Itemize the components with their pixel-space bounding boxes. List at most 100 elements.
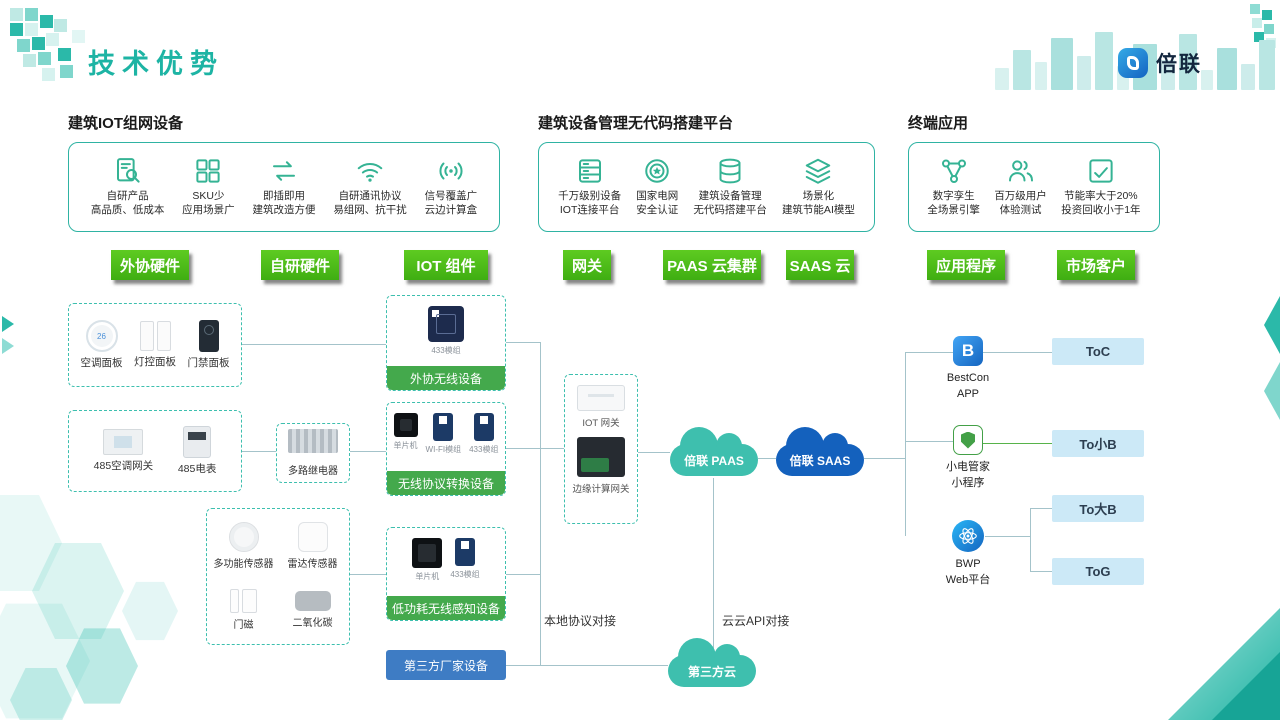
app-label: Web平台 xyxy=(945,574,991,587)
certificate-icon xyxy=(645,159,669,184)
stage-label-market: 市场客户 xyxy=(1057,250,1135,280)
door-panel-thumb xyxy=(198,320,219,352)
feature-item: 信号覆盖广 云边计算盒 xyxy=(424,156,478,217)
device-label: 灯控面板 xyxy=(134,356,176,368)
feature-item: 数字孪生 全场景引擎 xyxy=(927,156,980,217)
app-bwp-web: BWP Web平台 xyxy=(925,520,1011,588)
chart-check-icon xyxy=(1089,159,1113,183)
feature-box-platform: 千万级别设备 IOT连接平台 国家电网 安全认证 建筑设备管理 无代码搭建平台 … xyxy=(538,142,875,232)
feature-desc: 云边计算盒 xyxy=(424,204,478,216)
feature-title: 节能率大于20% xyxy=(1064,190,1138,203)
device-group-sensors: 多功能传感器 雷达传感器 门磁 二氧化碳 xyxy=(206,508,350,645)
connector-line xyxy=(638,452,670,453)
feature-title: 信号覆盖广 xyxy=(424,190,478,203)
connector-line xyxy=(540,448,564,449)
door-magnet-thumb xyxy=(230,588,257,613)
device-label: 门磁 xyxy=(233,619,254,631)
device-label: 485电表 xyxy=(177,463,217,475)
connector-line xyxy=(758,458,776,459)
connector-line xyxy=(506,448,540,449)
edge-gateway-label: 边缘计算网关 xyxy=(572,484,630,495)
connector-line xyxy=(506,574,540,575)
component-outsourced-wireless: 433模组 外协无线设备 xyxy=(386,295,506,391)
connector-line xyxy=(242,344,386,345)
feature-desc: 体验测试 xyxy=(999,204,1042,216)
connector-line xyxy=(1030,508,1031,572)
component-low-power: 单片机 433模组 低功耗无线感知设备 xyxy=(386,527,506,621)
wifi-module-thumb xyxy=(433,413,454,441)
corner-mosaic-decoration xyxy=(10,8,23,21)
device-label: 雷达传感器 xyxy=(287,559,338,571)
feature-title: SKU少 xyxy=(192,190,225,203)
wifi-icon xyxy=(357,163,383,183)
market-tog: ToG xyxy=(1052,558,1144,585)
app-label: BestCon xyxy=(946,372,990,384)
brand-logo-icon xyxy=(1118,48,1148,78)
connector-line xyxy=(985,536,1030,537)
chip-label: 433模组 xyxy=(450,570,480,579)
connector-line xyxy=(864,458,905,459)
feature-item: 建筑设备管理 无代码搭建平台 xyxy=(693,156,767,217)
radar-sensor-thumb xyxy=(297,522,328,553)
shield-app-icon xyxy=(953,425,983,455)
device-label: 空调面板 xyxy=(80,357,123,369)
stage-label-inhouse-hw: 自研硬件 xyxy=(261,250,339,280)
connector-line xyxy=(540,342,541,665)
atom-app-icon xyxy=(952,520,984,552)
iot-gateway-box: IOT 网关 边缘计算网关 xyxy=(564,374,638,524)
ac-gateway-thumb xyxy=(103,429,144,455)
stage-label-iot-components: IOT 组件 xyxy=(404,250,488,280)
feature-box-terminal: 数字孪生 全场景引擎 百万级用户 体验测试 节能率大于20% 投资回收小于1年 xyxy=(908,142,1160,232)
edge-arrow-decoration xyxy=(2,338,14,354)
iot-gateway-thumb xyxy=(577,385,625,411)
feature-item: SKU少 应用场景广 xyxy=(182,156,235,217)
ac-panel-thumb: 26 xyxy=(85,320,118,352)
users-icon xyxy=(1008,160,1033,182)
connector-line xyxy=(242,451,276,452)
edge-arrow-decoration xyxy=(2,316,14,332)
network-nodes-icon xyxy=(941,159,966,184)
rf-module-thumb xyxy=(428,306,464,342)
feature-desc: 全场景引擎 xyxy=(927,204,980,216)
feature-item: 百万级用户 体验测试 xyxy=(994,156,1047,217)
app-miniprogram: 小电管家 小程序 xyxy=(925,425,1011,491)
app-label: APP xyxy=(956,388,979,401)
server-icon xyxy=(578,159,601,183)
component-protocol-converter: 单片机 WI-FI模组 433模组 无线协议转换设备 xyxy=(386,402,506,496)
feature-desc: 无代码搭建平台 xyxy=(693,204,767,216)
feature-desc: 高品质、低成本 xyxy=(90,204,165,216)
chip-label: 433模组 xyxy=(469,445,499,454)
corner-mosaic-decoration xyxy=(1250,4,1260,14)
stage-label-saas: SAAS 云 xyxy=(786,250,854,280)
paas-cloud: 倍联 PAAS xyxy=(670,427,758,476)
device-group-485: 485空调网关 485电表 xyxy=(68,410,242,492)
bestcon-app-icon: B xyxy=(953,336,983,366)
skyline-decoration xyxy=(995,26,1275,90)
component-bar-label: 低功耗无线感知设备 xyxy=(387,596,505,620)
hexagon-decoration xyxy=(66,628,138,704)
mcu-chip-thumb xyxy=(393,413,418,437)
brand-name: 倍联 xyxy=(1156,53,1202,76)
connector-line xyxy=(905,352,906,536)
device-label: 多功能传感器 xyxy=(213,559,274,571)
feature-box-iot: 自研产品 高品质、低成本 SKU少 应用场景广 即插即用 建筑改造方便 自研通讯… xyxy=(68,142,500,232)
market-to-small-b: To小B xyxy=(1052,430,1144,457)
mcu-chip-thumb xyxy=(412,538,443,568)
app-label: 小程序 xyxy=(951,477,985,490)
feature-desc: 易组网、抗干扰 xyxy=(333,204,407,216)
database-icon xyxy=(719,158,741,184)
feature-item: 自研产品 高品质、低成本 xyxy=(90,156,165,217)
feature-title: 自研产品 xyxy=(106,190,149,203)
connector-line xyxy=(905,352,953,353)
feature-desc: 安全认证 xyxy=(636,204,679,216)
multi-sensor-thumb xyxy=(228,522,259,553)
brand-logo: 倍联 xyxy=(1118,48,1202,78)
connector-line xyxy=(506,342,540,343)
device-label: 485空调网关 xyxy=(93,460,154,472)
doc-search-icon xyxy=(116,158,140,183)
feature-title: 数字孪生 xyxy=(932,190,975,203)
paas-cloud-label: 倍联 PAAS xyxy=(684,453,744,468)
feature-title: 建筑设备管理 xyxy=(698,190,762,203)
